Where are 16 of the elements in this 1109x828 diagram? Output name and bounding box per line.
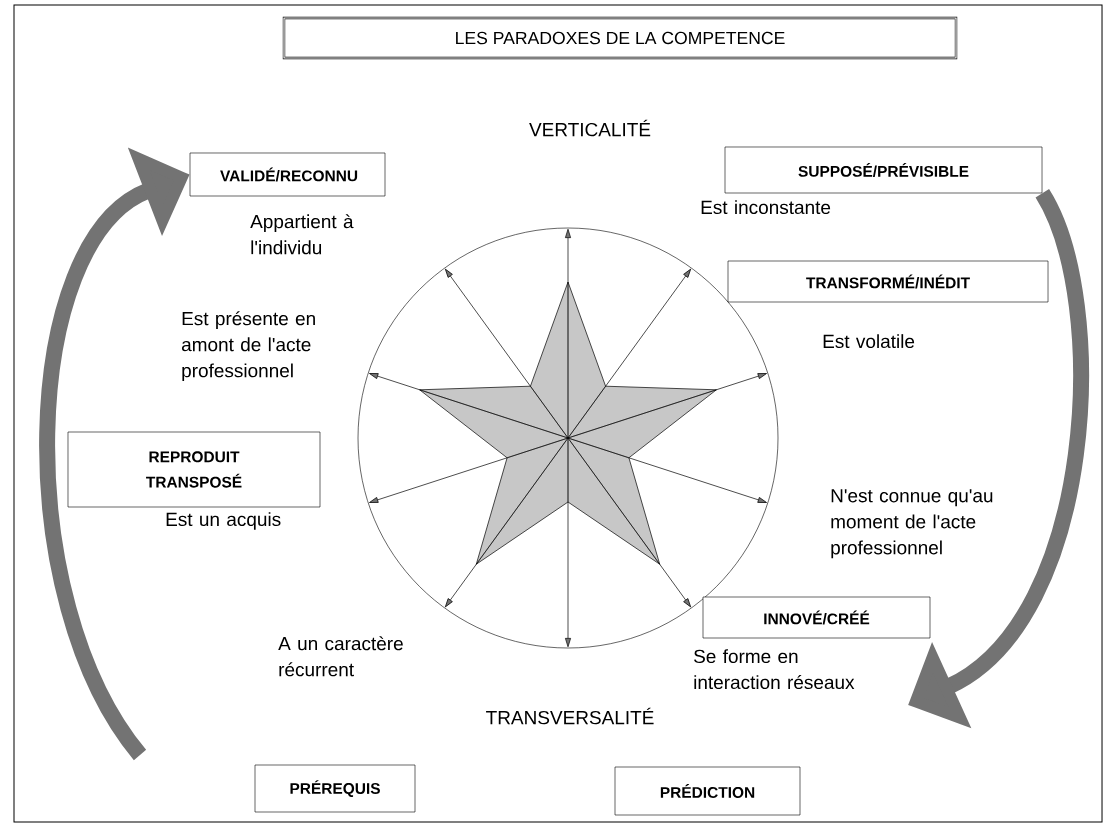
description-text: N'est connue qu'au moment de l'acte professionnel: [831, 489, 993, 559]
label-box: REPRODUIT TRANSPOSÉ: [67, 431, 321, 508]
axis-label: TRANSVERSALITÉ: [486, 707, 654, 725]
description-text: Est volatile: [823, 334, 915, 349]
label-box: PRÉREQUIS: [254, 764, 416, 813]
title-box: LES PARADOXES DE LA COMPETENCE: [282, 16, 958, 60]
label-box: SUPPOSÉ/PRÉVISIBLE: [724, 146, 1043, 194]
label-box: PRÉDICTION: [614, 766, 801, 816]
description-text: Est inconstante: [701, 200, 831, 215]
label-box: VALIDÉ/RECONNU: [189, 152, 386, 197]
label-box: TRANSFORMÉ/INÉDIT: [727, 260, 1049, 303]
description-text: Est présente en amont de l'acte professionnel: [181, 311, 315, 382]
label-box: INNOVÉ/CRÉÉ: [702, 596, 931, 639]
description-text: A un caractère récurrent: [278, 636, 403, 677]
axis-label: VERTICALITÉ: [529, 119, 651, 137]
description-text: Appartient à l'individu: [250, 214, 354, 255]
